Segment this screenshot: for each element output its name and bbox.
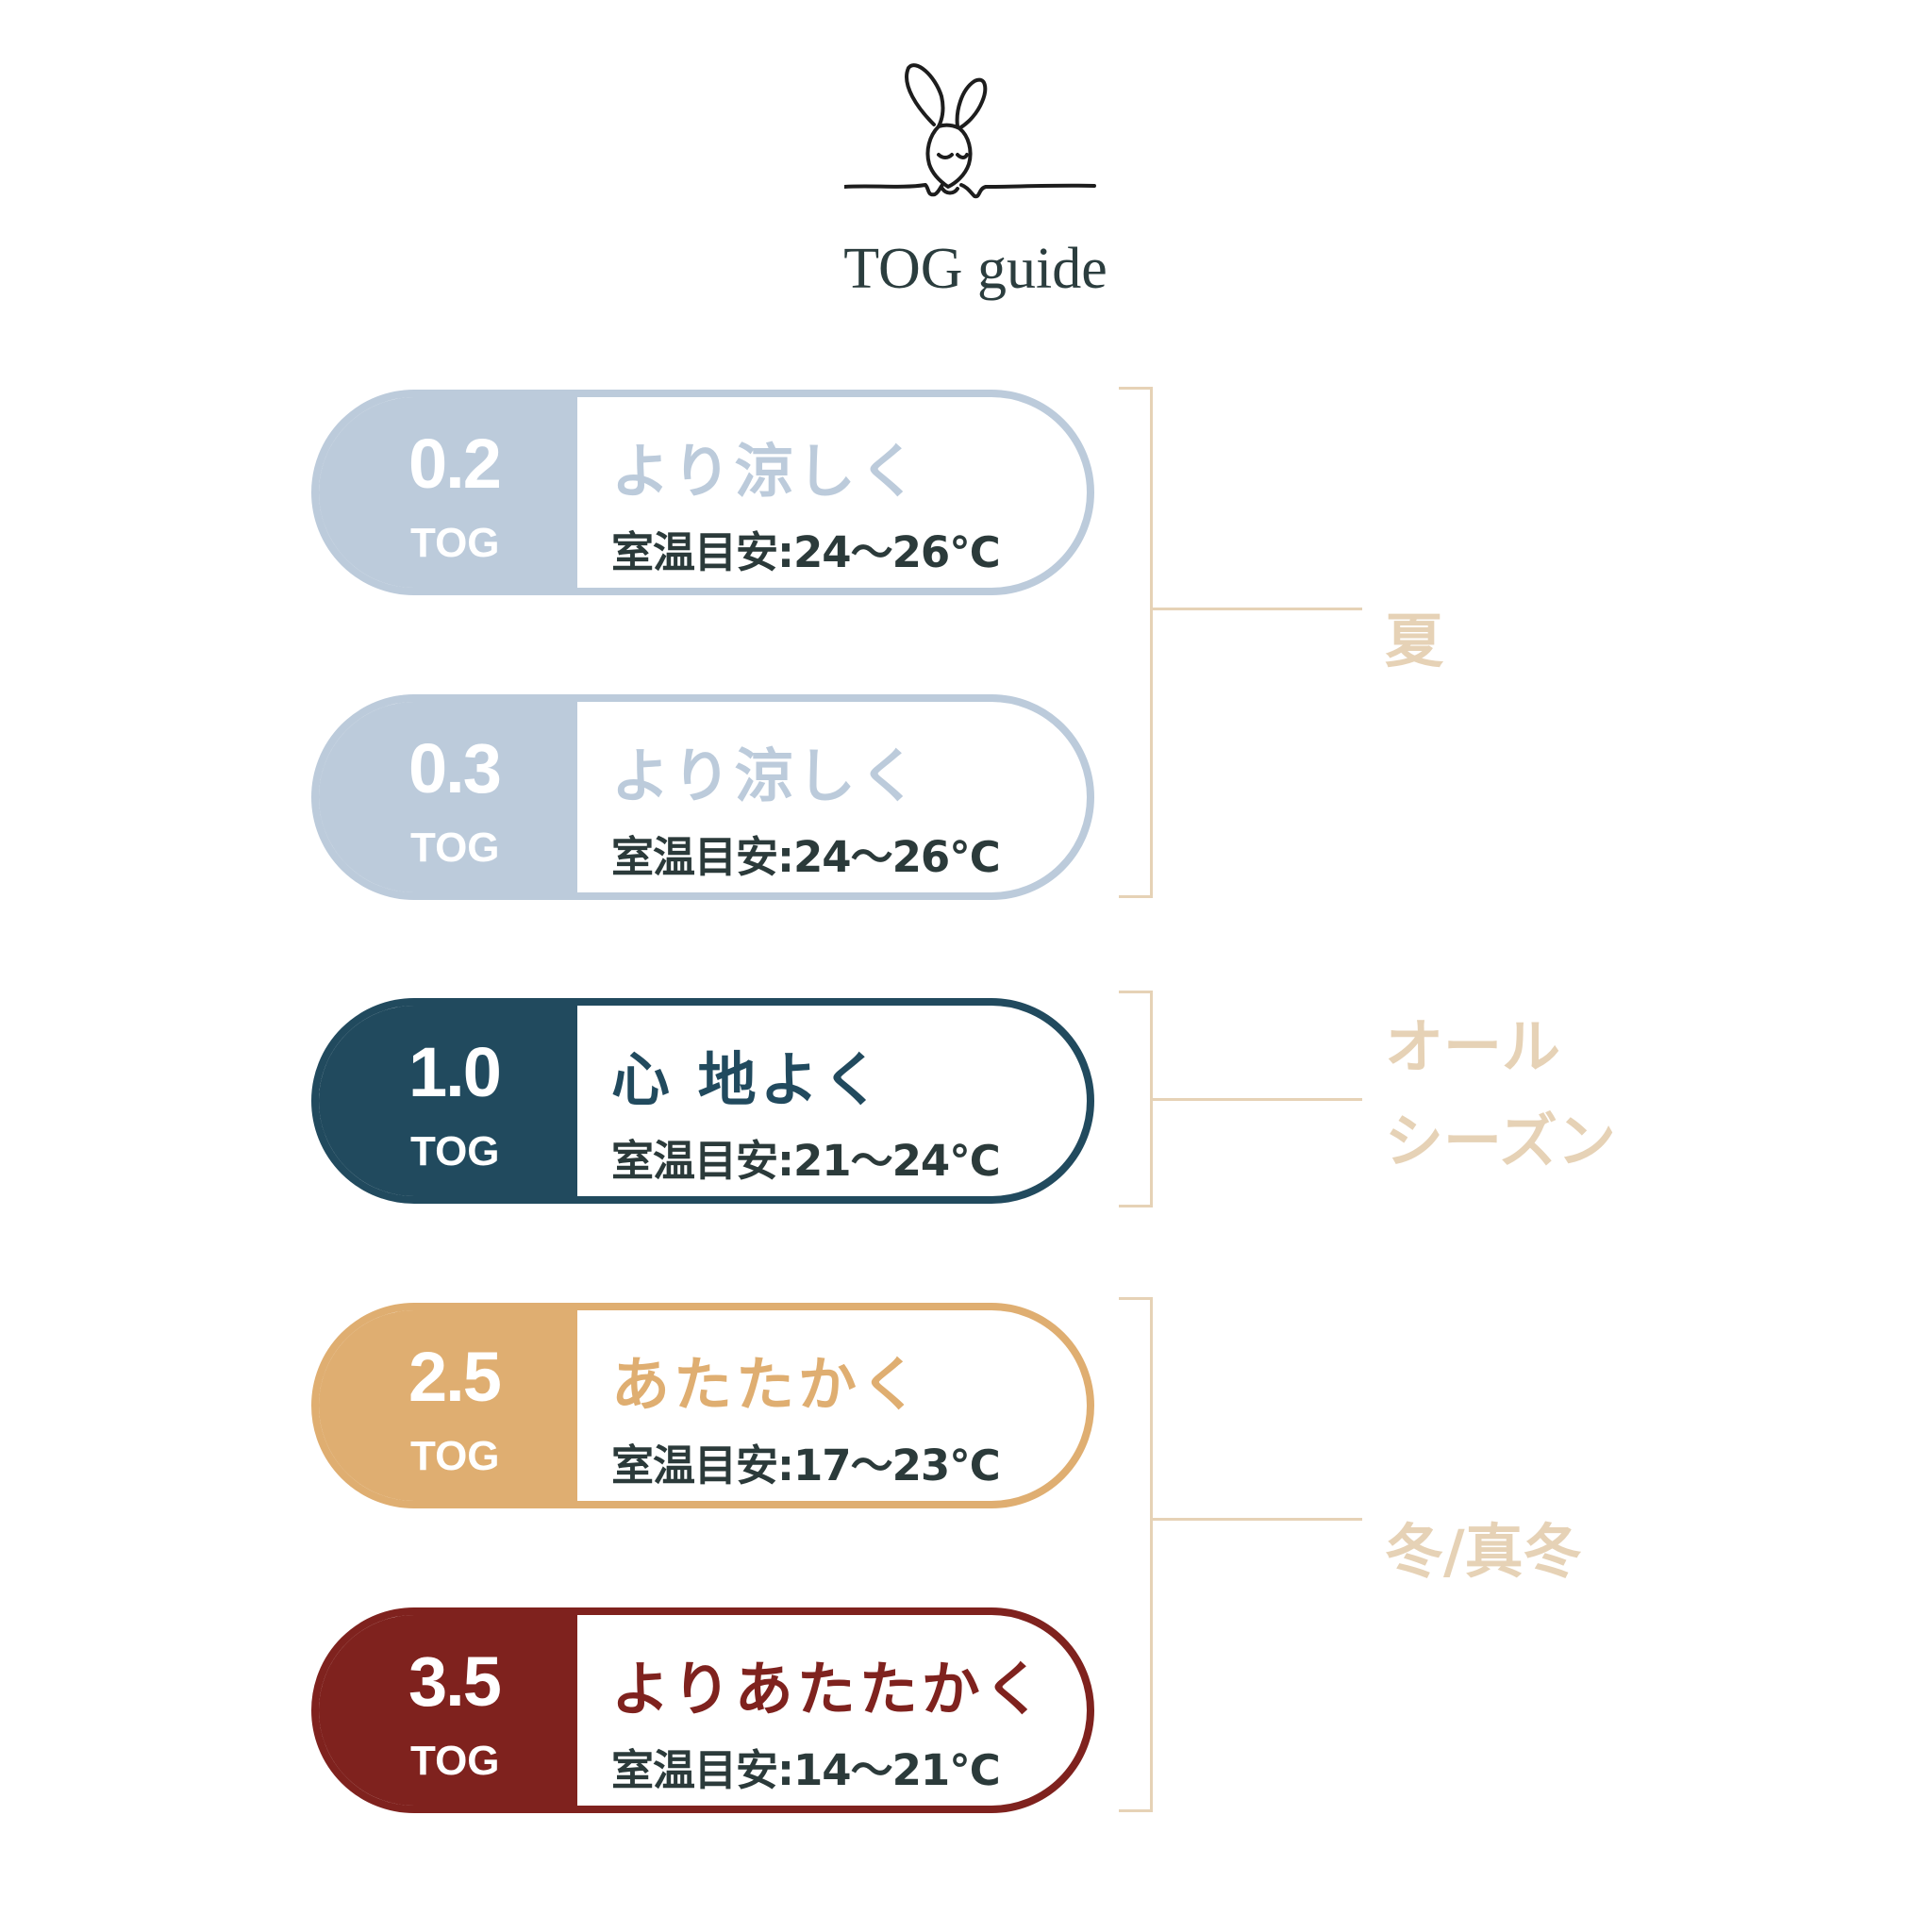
tog-unit: TOG [410, 520, 500, 566]
tog-unit: TOG [410, 824, 500, 871]
tog-value: 3.5 [408, 1642, 502, 1721]
tog-card-2-5: 2.5 TOG あたたかく 室温目安:17～23℃ [311, 1303, 1094, 1508]
summer-connector [1153, 608, 1362, 610]
room-temp-guide: 室温目安:14～21℃ [611, 1745, 1001, 1795]
tog-card-3-5: 3.5 TOG よりあたたかく 室温目安:14～21℃ [311, 1607, 1094, 1813]
tog-label: 心 地よく [611, 1045, 885, 1114]
room-temp-guide: 室温目安:24～26℃ [611, 527, 1001, 577]
winter-bracket [1119, 1297, 1153, 1812]
page-title: TOG guide [843, 237, 1108, 301]
tog-value: 0.3 [408, 729, 502, 808]
tog-unit: TOG [410, 1738, 500, 1784]
room-temp-guide: 室温目安:21～24℃ [611, 1136, 1001, 1186]
tog-value: 1.0 [408, 1033, 502, 1111]
tog-label: あたたかく [611, 1350, 924, 1419]
tog-label: よりあたたかく [611, 1655, 1046, 1724]
season-label-summer: 夏 [1385, 607, 1444, 675]
sleeping-rabbit-icon [842, 63, 1096, 199]
room-temp-guide: 室温目安:17～23℃ [611, 1441, 1001, 1491]
season-label-winter: 冬/真冬 [1385, 1517, 1582, 1586]
tog-card-0-3: 0.3 TOG より涼しく 室温目安:24～26℃ [311, 694, 1094, 900]
tog-label: より涼しく [611, 437, 922, 506]
tog-value: 2.5 [408, 1338, 502, 1416]
tog-label: より涼しく [611, 741, 922, 810]
tog-card-1-0: 1.0 TOG 心 地よく 室温目安:21～24℃ [311, 998, 1094, 1204]
tog-badge: 3.5 TOG [319, 1615, 577, 1806]
brand-logo [842, 57, 1099, 208]
season-label-all-season: オール シーズン [1385, 1012, 1616, 1175]
summer-bracket [1119, 387, 1153, 898]
tog-badge: 0.3 TOG [319, 702, 577, 892]
winter-connector [1153, 1518, 1362, 1521]
tog-badge: 2.5 TOG [319, 1310, 577, 1501]
all-season-bracket [1119, 991, 1153, 1208]
tog-card-0-2: 0.2 TOG より涼しく 室温目安:24～26℃ [311, 390, 1094, 595]
tog-unit: TOG [410, 1433, 500, 1479]
tog-value: 0.2 [408, 425, 502, 503]
tog-unit: TOG [410, 1128, 500, 1174]
room-temp-guide: 室温目安:24～26℃ [611, 832, 1001, 882]
tog-badge: 0.2 TOG [319, 397, 577, 588]
all-season-connector [1153, 1098, 1362, 1101]
tog-badge: 1.0 TOG [319, 1006, 577, 1196]
